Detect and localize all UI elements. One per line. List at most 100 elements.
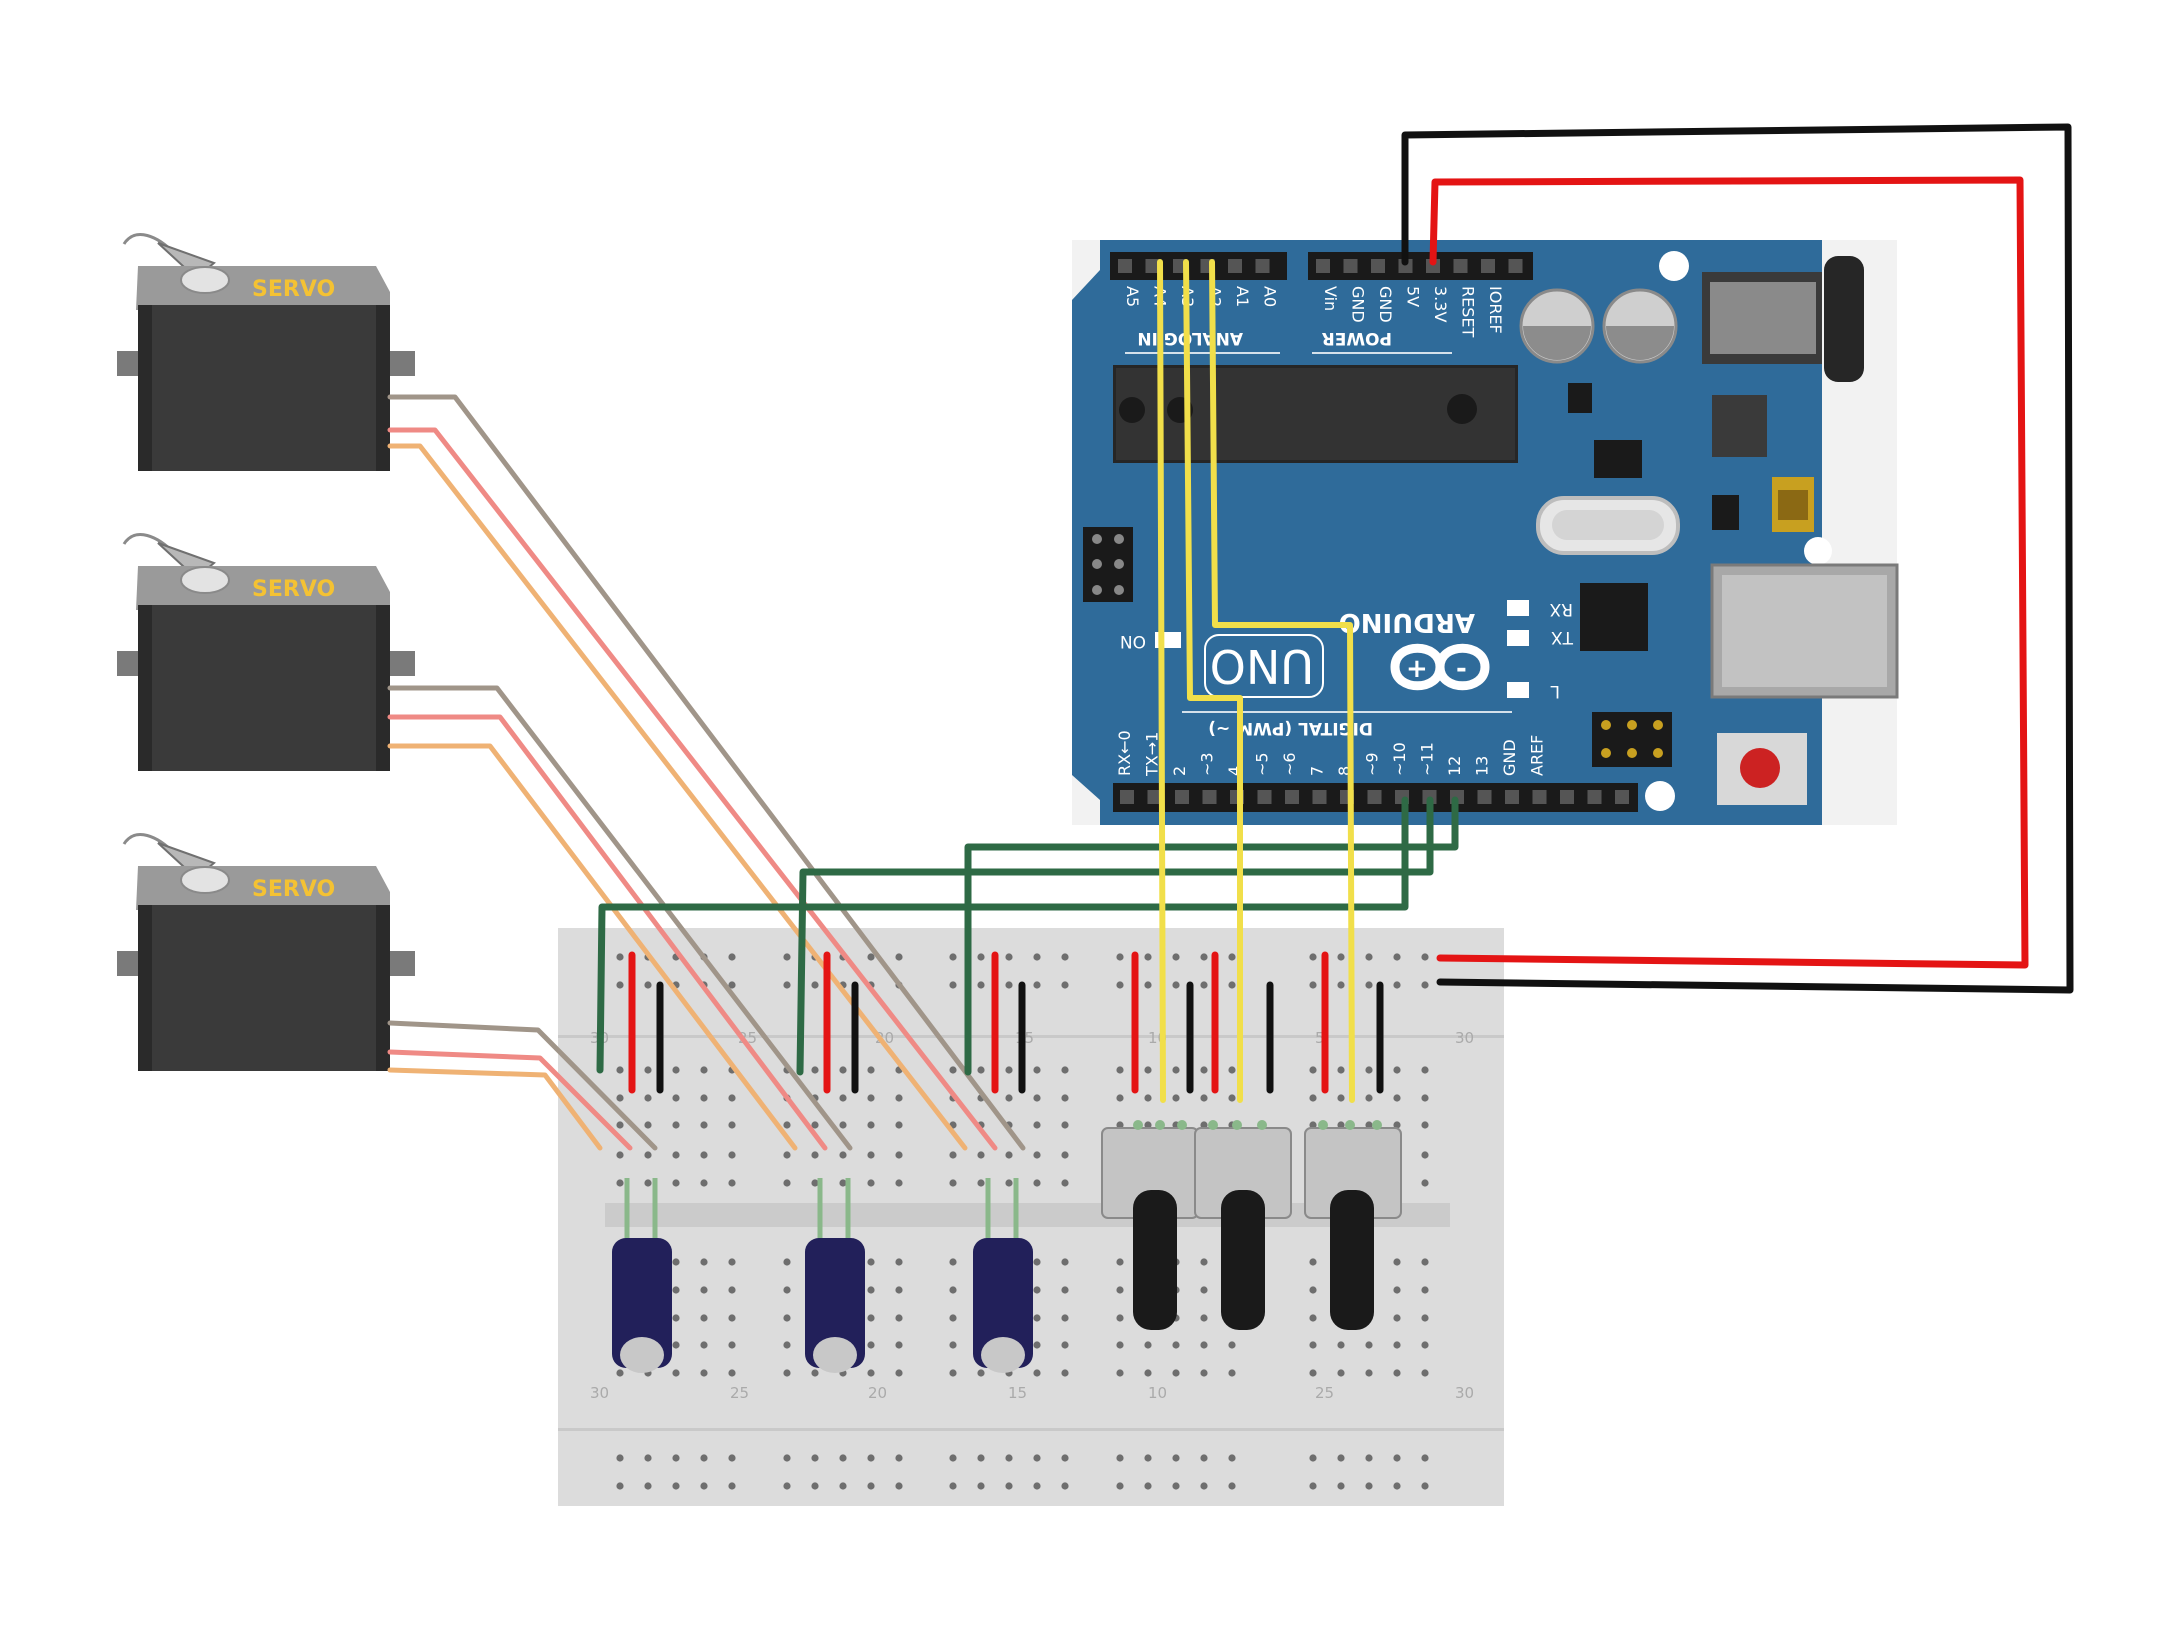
servo-motor: SERVO	[117, 833, 415, 1071]
pin-11-wire	[964, 796, 1459, 1076]
breadboard-hole	[644, 1454, 652, 1462]
breadboard-hole	[783, 953, 791, 961]
breadboard-hole	[949, 1258, 957, 1266]
breadboard-hole	[811, 1454, 819, 1462]
breadboard-hole	[1033, 1179, 1041, 1187]
breadboard-hole	[700, 1258, 708, 1266]
breadboard-hole	[867, 1179, 875, 1187]
breadboard-hole	[644, 1121, 652, 1129]
breadboard-hole	[1116, 1341, 1124, 1349]
breadboard-hole	[1421, 1369, 1429, 1377]
icsp-header-right	[1592, 712, 1672, 767]
breadboard-hole	[1005, 953, 1013, 961]
breadboard-hole	[783, 1258, 791, 1266]
header-socket	[1532, 790, 1547, 804]
bottom-number: 25	[730, 1384, 749, 1402]
breadboard-hole	[700, 1314, 708, 1322]
pin-label: 4	[1225, 766, 1244, 776]
breadboard-hole	[1200, 1286, 1208, 1294]
plus-icon: +	[1406, 654, 1428, 684]
breadboard-hole	[1200, 953, 1208, 961]
header-socket	[1175, 790, 1189, 804]
pin-label: AREF	[1528, 735, 1547, 776]
mounting-hole	[1659, 251, 1689, 281]
breadboard-hole	[977, 1482, 985, 1490]
breadboard-hole	[1337, 1094, 1345, 1102]
potentiometer-3	[1304, 1120, 1402, 1330]
breadboard-hole	[1228, 1094, 1236, 1102]
breadboard-hole	[1337, 1121, 1345, 1129]
breadboard-hole	[1337, 981, 1345, 989]
potentiometer-2	[1194, 1120, 1292, 1330]
breadboard-hole	[895, 1482, 903, 1490]
header-socket	[1120, 790, 1134, 804]
servo-motor: SERVO	[117, 233, 415, 471]
pin-label: 13	[1473, 756, 1492, 776]
breadboard-hole	[1393, 1286, 1401, 1294]
icsp-header-left	[1083, 527, 1133, 602]
breadboard-hole	[1061, 953, 1069, 961]
breadboard-hole	[895, 1151, 903, 1159]
breadboard-hole	[1116, 1121, 1124, 1129]
header-socket	[1228, 259, 1242, 273]
breadboard-hole	[672, 1369, 680, 1377]
breadboard-hole	[1228, 1454, 1236, 1462]
header-socket	[1316, 259, 1330, 273]
breadboard-hole	[1365, 1094, 1373, 1102]
breadboard-hole	[1365, 1482, 1373, 1490]
breadboard-hole	[949, 1179, 957, 1187]
breadboard-hole	[672, 1179, 680, 1187]
breadboard-hole	[1393, 953, 1401, 961]
breadboard-hole	[1116, 1314, 1124, 1322]
breadboard-hole	[895, 1314, 903, 1322]
breadboard-hole	[1033, 1369, 1041, 1377]
breadboard-hole	[672, 1314, 680, 1322]
breadboard-hole	[1144, 1369, 1152, 1377]
header-socket	[1202, 790, 1217, 804]
breadboard-hole	[700, 1369, 708, 1377]
capacitor-2	[805, 1178, 865, 1373]
breadboard-hole	[1061, 1179, 1069, 1187]
breadboard-hole	[1005, 1094, 1013, 1102]
servo-2-wires	[387, 685, 853, 1151]
pin-label: 12	[1445, 756, 1464, 776]
breadboard-hole	[1200, 1258, 1208, 1266]
breadboard-hole	[839, 1066, 847, 1074]
breadboard-hole	[949, 1286, 957, 1294]
breadboard-hole	[1421, 1286, 1429, 1294]
servo-3-power-wire	[387, 1049, 633, 1151]
breadboard-hole	[1033, 1454, 1041, 1462]
breadboard-hole	[728, 1094, 736, 1102]
breadboard-hole	[1144, 1094, 1152, 1102]
breadboard-hole	[1061, 981, 1069, 989]
breadboard-hole	[616, 1179, 624, 1187]
pin-label: A5	[1123, 286, 1142, 307]
breadboard-hole	[895, 1454, 903, 1462]
breadboard-hole	[1365, 1369, 1373, 1377]
breadboard-hole	[1033, 1341, 1041, 1349]
wires	[387, 123, 2074, 1151]
pin-label: RX←0	[1115, 730, 1134, 776]
breadboard-hole	[1033, 1094, 1041, 1102]
breadboard-hole	[700, 1121, 708, 1129]
breadboard-hole	[1365, 1454, 1373, 1462]
breadboard-hole	[783, 1454, 791, 1462]
breadboard-hole	[1309, 1094, 1317, 1102]
breadboard-hole	[1144, 1121, 1152, 1129]
breadboard-hole	[1116, 1454, 1124, 1462]
servo-label: SERVO	[252, 577, 335, 602]
reset-button[interactable]	[1717, 733, 1807, 805]
potentiometer-1	[1101, 1120, 1199, 1330]
pin-label: ~3	[1198, 752, 1217, 776]
pin-label: GND	[1376, 286, 1395, 323]
power-header	[1308, 252, 1533, 280]
breadboard-hole	[616, 1482, 624, 1490]
header-socket	[1481, 259, 1495, 273]
breadboard-hole	[867, 1066, 875, 1074]
breadboard-hole	[1033, 1482, 1041, 1490]
breadboard-hole	[783, 1286, 791, 1294]
breadboard-hole	[811, 1179, 819, 1187]
breadboard-hole	[1005, 1151, 1013, 1159]
breadboard-hole	[644, 1179, 652, 1187]
